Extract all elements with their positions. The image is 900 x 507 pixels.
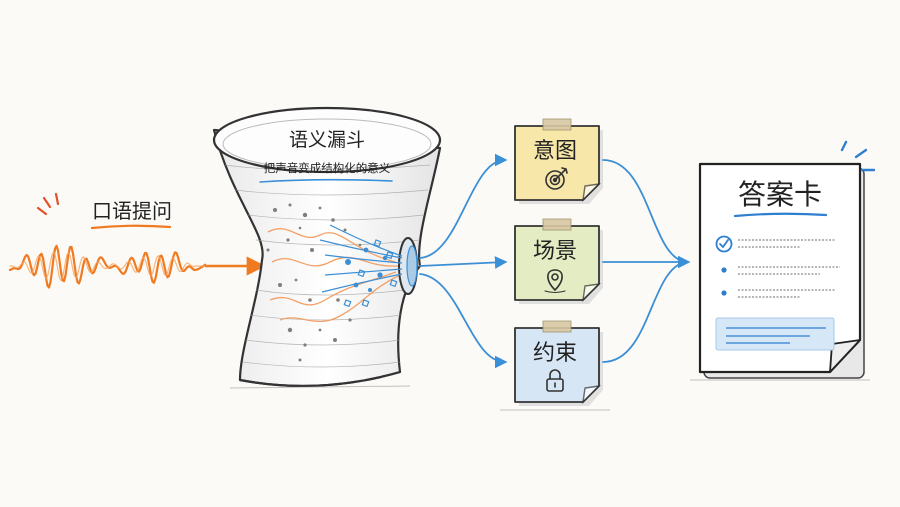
semantic-funnel xyxy=(212,106,442,388)
check-circle-icon xyxy=(715,235,733,253)
speech-marks-icon xyxy=(36,192,60,216)
sparkle-marks-icon xyxy=(840,140,876,172)
answer-card-title: 答案卡 xyxy=(738,178,822,211)
answer-card xyxy=(698,140,876,379)
sticky-note-label: 约束 xyxy=(533,341,577,366)
sticky-note-1: 意图 xyxy=(514,118,603,204)
answer-card-title-underline xyxy=(733,212,828,218)
tape xyxy=(542,320,572,333)
ground-shadow xyxy=(229,379,870,411)
sticky-note-2: 场景 xyxy=(514,218,603,304)
target-icon xyxy=(545,167,568,190)
funnel-subtitle: 把声音变成结构化的意义 xyxy=(264,161,391,175)
tape xyxy=(542,118,572,131)
sticky-note-label: 意图 xyxy=(533,139,577,164)
flow-arrows-to-notes xyxy=(419,153,508,369)
sound-wave xyxy=(8,244,266,289)
card-highlight-box xyxy=(715,317,835,351)
sticky-note-3: 约束 xyxy=(514,320,603,406)
tape xyxy=(542,218,572,231)
funnel-title: 语义漏斗 xyxy=(289,129,365,151)
card-highlight-lines xyxy=(726,327,826,344)
location-pin-icon xyxy=(544,269,566,294)
lock-icon xyxy=(546,369,564,392)
funnel-subtitle-underline xyxy=(259,178,393,183)
funnel-particles xyxy=(266,203,403,362)
card-text-lines xyxy=(738,239,840,298)
flow-arrows-to-card xyxy=(602,159,691,363)
page-curl xyxy=(829,339,861,373)
card-bullets xyxy=(721,267,727,296)
sticky-note-label: 场景 xyxy=(533,239,577,264)
input-label: 口语提问 xyxy=(92,199,172,223)
input-label-underline xyxy=(90,224,172,230)
